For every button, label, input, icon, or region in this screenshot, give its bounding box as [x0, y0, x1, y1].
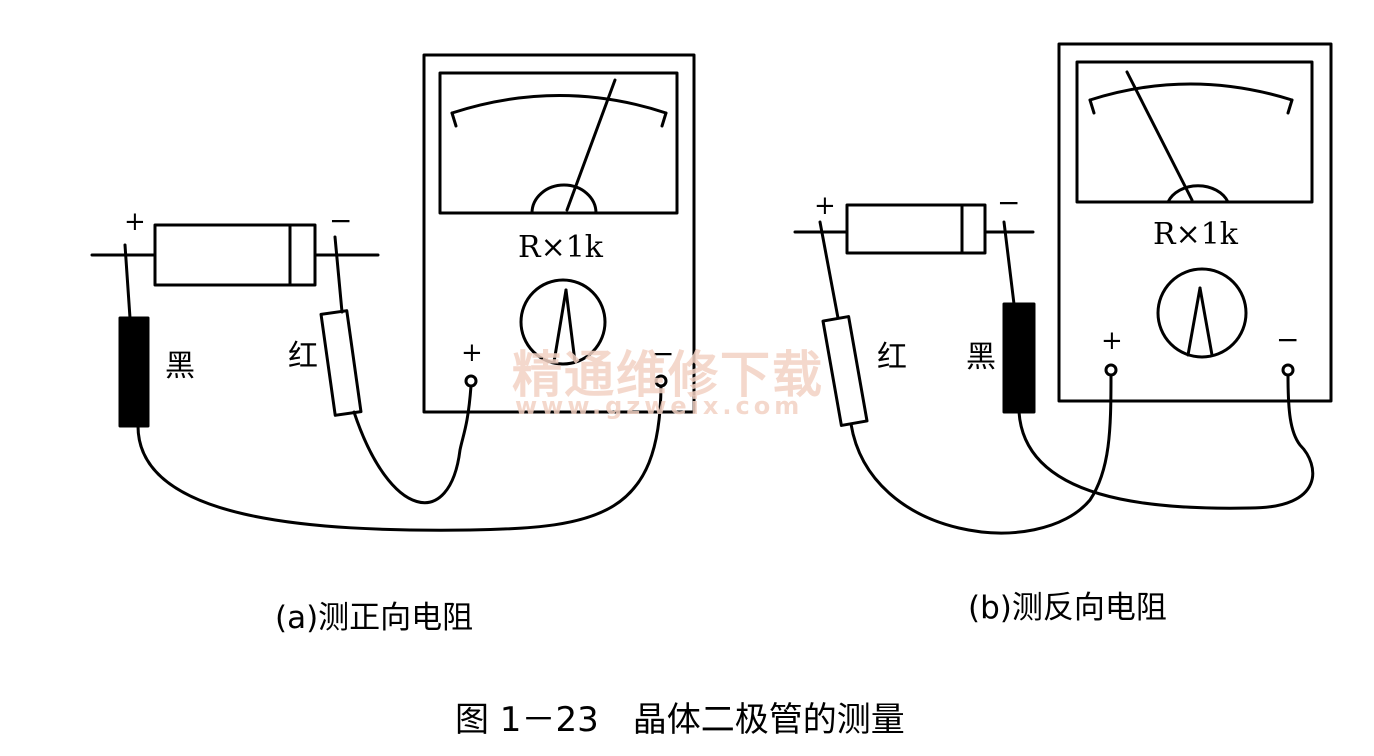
panel-b-black-label: 黑 [966, 340, 996, 375]
panel-b-red-label: 红 [877, 340, 907, 375]
panel-a-range-label: R×1k [518, 230, 603, 265]
panel-b-leads [849, 373, 1315, 535]
panel-a-terminal-plus: + [461, 338, 483, 368]
panel-b-black-probe [1002, 220, 1036, 414]
panel-a-terminal-minus: − [651, 337, 675, 370]
panel-a-meter [422, 53, 696, 414]
watermark-text: 精通维修下载 [512, 346, 824, 404]
panel-b-diode-minus-label: − [997, 186, 1021, 219]
panel-a-diode-minus-label: − [329, 204, 353, 237]
panel-a-black-probe [118, 243, 150, 428]
panel-b-diode-plus-label: + [814, 191, 836, 221]
panel-b-meter [1057, 42, 1333, 403]
panel-a-red-label: 红 [288, 339, 318, 374]
panel-b-terminal-minus: − [1276, 323, 1300, 356]
panel-a-leads [136, 384, 663, 532]
panel-b-caption: (b)测反向电阻 [968, 590, 1167, 626]
panel-a-diode-plus-label: + [124, 207, 146, 237]
watermark-url: www.gzweix.com [515, 392, 804, 420]
panel-b-red-probe [818, 220, 869, 427]
panel-b-range-label: R×1k [1153, 217, 1238, 252]
panel-b-terminal-plus: + [1101, 326, 1123, 356]
panel-a-diode [90, 223, 380, 287]
panel-a [90, 53, 696, 532]
panel-b [793, 42, 1333, 535]
panel-a-caption: (a)测正向电阻 [275, 600, 474, 636]
figure-caption: 图 1－23 晶体二极管的测量 [455, 700, 905, 740]
panel-a-black-label: 黑 [165, 349, 195, 384]
panel-a-red-probe [319, 235, 363, 417]
